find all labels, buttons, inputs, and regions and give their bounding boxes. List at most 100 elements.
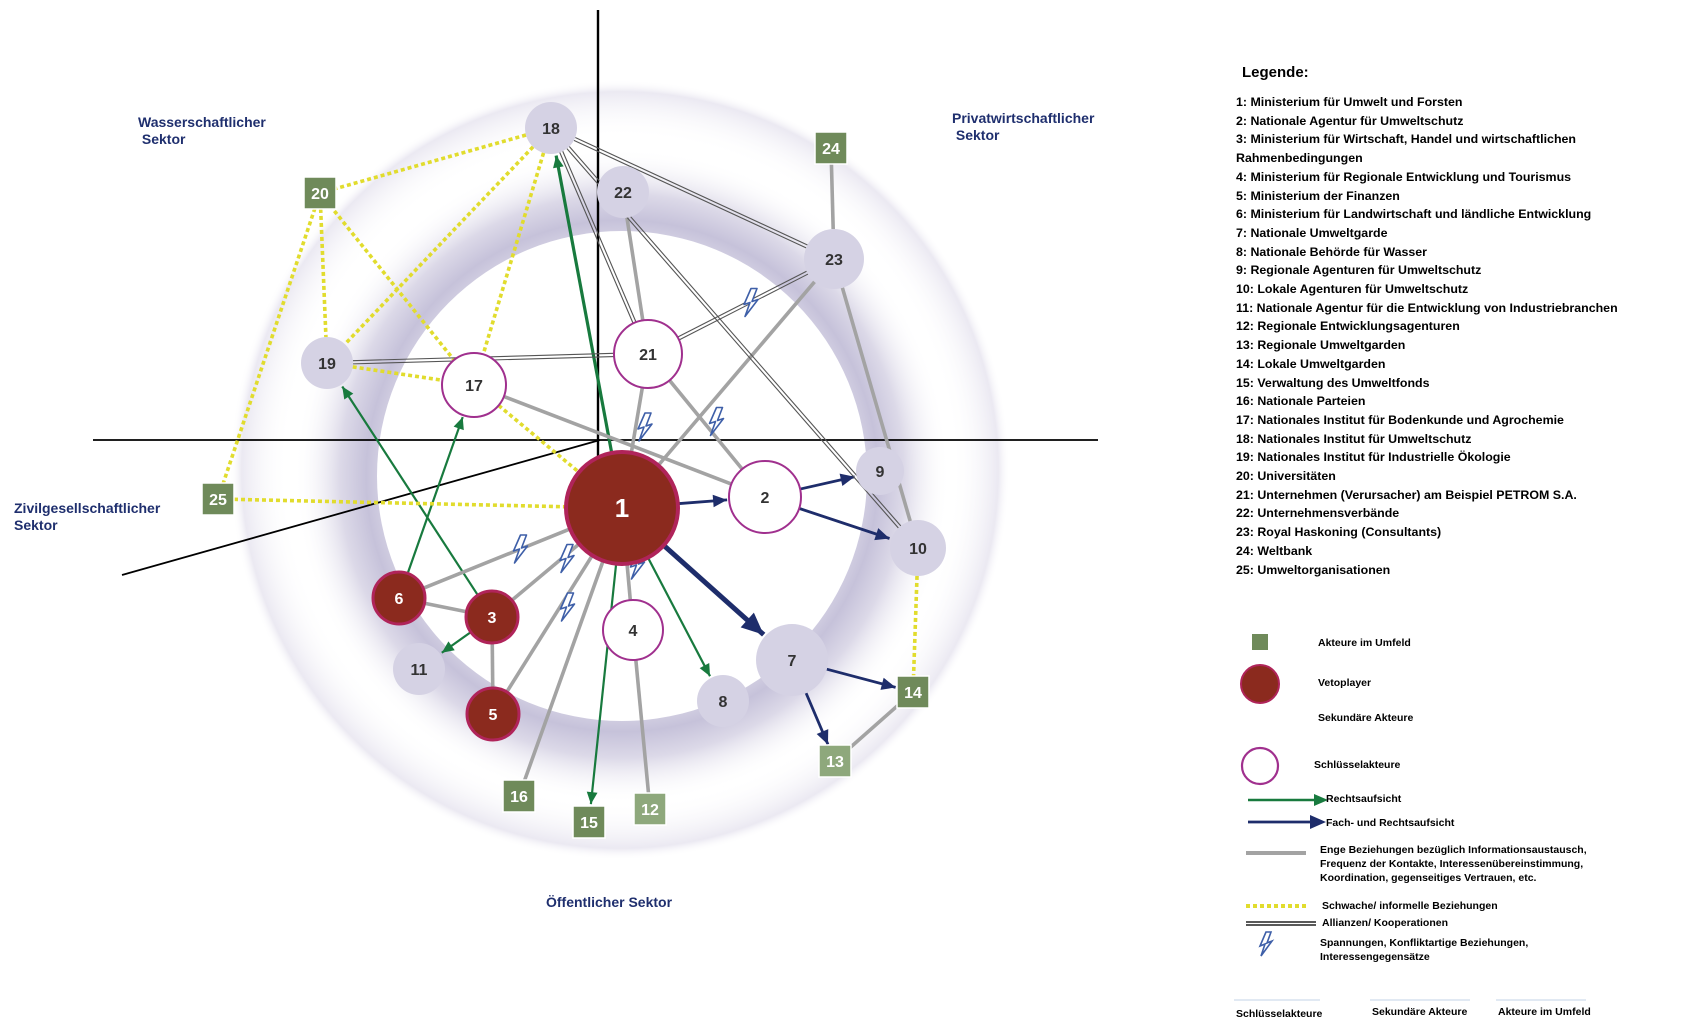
node-15: 15 [572, 805, 606, 839]
edge-weak-18-20 [334, 133, 527, 191]
node-label-5: 5 [489, 707, 498, 724]
node-5: 5 [465, 686, 521, 742]
edge-weak-17-1 [497, 404, 581, 474]
legend-item: 16: Nationale Parteien [1236, 394, 1366, 409]
legend-item: 21: Unternehmen (Verursacher) am Beispie… [1236, 487, 1577, 502]
legend-conflict-label: Spannungen, Konfliktartige Beziehungen, … [1320, 936, 1528, 964]
edge-close-13-14 [845, 701, 903, 752]
legend-close-line-3: Koordination, gegenseitiges Vertrauen, e… [1320, 872, 1537, 884]
edge-technical-2-10-arrow [874, 528, 890, 541]
edge-technical-2-10 [798, 507, 890, 540]
legend-item: 17: Nationales Institut für Bodenkunde u… [1236, 412, 1564, 427]
edge-supervision-6-17-arrow [453, 417, 464, 431]
legend-item: 14: Lokale Umweltgarden [1236, 356, 1386, 371]
legend-title: Legende: [1242, 64, 1309, 81]
edge-alliance-21-23-b [677, 270, 807, 338]
legend-item: 9: Regionale Agenturen für Umweltschutz [1236, 263, 1482, 278]
edge-weak-20-17 [328, 204, 456, 362]
legend-item: 1: Ministerium für Umwelt und Forsten [1236, 95, 1463, 109]
conflict-icon-1-6 [512, 534, 529, 564]
legend-item: 5: Ministerium der Finanzen [1236, 188, 1400, 203]
legend-item: 11: Nationale Agentur für die Entwicklun… [1236, 300, 1618, 315]
node-25: 25 [201, 482, 235, 516]
edge-supervision-3-19-arrow [342, 386, 354, 400]
edge-supervision-1-15-arrow [586, 791, 598, 805]
edge-close-21-2 [668, 379, 744, 471]
node-22: 22 [597, 166, 649, 218]
node-label-13: 13 [826, 754, 844, 771]
edge-close-1-23 [656, 280, 816, 467]
conflict-icon-1-3 [559, 543, 575, 574]
legend-close-line-1: Enge Beziehungen bezüglich Informationsa… [1320, 844, 1587, 856]
legend-weak-label: Schwache/ informelle Beziehungen [1322, 900, 1498, 912]
edge-supervision-1-8 [646, 557, 711, 677]
legend-list: 1: Ministerium für Umwelt und Forsten 2: … [1236, 93, 1676, 579]
node-18: 18 [525, 102, 577, 154]
node-label-7: 7 [788, 653, 797, 670]
node-label-21: 21 [639, 347, 657, 364]
legend-supervision-arrow [1314, 794, 1328, 806]
legend-close-label: Enge Beziehungen bezüglich Informationsa… [1320, 843, 1587, 885]
edge-technical-1-7 [662, 543, 766, 637]
node-12: 12 [633, 792, 667, 826]
edge-close-1-4 [625, 563, 633, 601]
legend-item: 3: Ministerium für Wirtschaft, Handel un… [1236, 132, 1576, 147]
legend-item: 6: Ministerium für Landwirtschaft und lä… [1236, 207, 1592, 222]
sector-label-civil: Zivilgesellschaftlicher Sektor [14, 500, 161, 533]
sector-label-private: Privatwirtschaftlicher Sektor [952, 110, 1095, 143]
node-7: 7 [756, 624, 828, 696]
legend-item: 2: Nationale Agentur für Umweltschutz [1236, 113, 1464, 128]
legend-item: 25: Umweltorganisationen [1236, 562, 1391, 577]
legend-item: 19: Nationales Institut für Industrielle… [1236, 450, 1511, 465]
legend-item: Rahmenbedingungen [1236, 151, 1363, 166]
node-label-25: 25 [209, 492, 227, 509]
legend-vetoplayer-label: Vetoplayer [1318, 677, 1372, 689]
legend-item: 20: Universitäten [1236, 469, 1336, 484]
edge-close-1-6 [422, 527, 571, 590]
node-1: 1 [564, 450, 680, 566]
edge-supervision-3-19 [341, 385, 479, 596]
edge-supervision-6-17 [406, 416, 464, 574]
sector-label-water: Wasserschaftlicher Sektor [138, 114, 266, 147]
edge-technical-1-2-arrow [712, 494, 728, 508]
edge-alliance-18-23-b [575, 136, 808, 246]
legend-secondary-label: Sekundäre Akteure [1318, 712, 1414, 724]
edge-weak-25-1 [233, 497, 567, 509]
node-label-10: 10 [909, 541, 927, 558]
edge-close-4-12 [634, 659, 651, 794]
node-11: 11 [393, 643, 445, 695]
edge-alliance-18-21-b [562, 151, 637, 323]
legend-item: 24: Weltbank [1236, 543, 1313, 558]
edge-supervision-1-18-arrow [553, 155, 564, 169]
node-label-9: 9 [876, 464, 885, 481]
edge-close-6-3 [424, 601, 467, 614]
legend-item: 7: Nationale Umweltgarde [1236, 225, 1388, 240]
node-2: 2 [728, 460, 802, 534]
node-19: 19 [301, 337, 353, 389]
node-label-2: 2 [761, 490, 770, 507]
node-label-18: 18 [542, 121, 560, 138]
edge-alliance-18-23 [573, 139, 807, 249]
edge-close-1-5 [505, 554, 594, 693]
node-20: 20 [303, 176, 337, 210]
node-9: 9 [856, 447, 904, 495]
node-label-23: 23 [825, 252, 843, 269]
legend-environment-swatch [1252, 634, 1268, 650]
legend-conflict-icon [1258, 931, 1275, 957]
conflict-icon-1-5 [559, 592, 576, 622]
node-label-11: 11 [411, 662, 428, 679]
node-label-3: 3 [488, 610, 497, 627]
node-label-16: 16 [510, 789, 528, 806]
legend: Legende: 1: Ministerium für Umwelt und F… [1236, 64, 1676, 579]
edge-technical-7-13-arrow [816, 729, 829, 745]
axis-diagonal [121, 439, 601, 576]
node-21: 21 [613, 319, 683, 389]
edge-weak-18-19 [343, 145, 535, 346]
node-label-4: 4 [629, 623, 638, 640]
legend-bottom-environment: Akteure im Umfeld [1498, 1006, 1591, 1018]
conflict-icon-21-23 [743, 287, 759, 318]
legend-conflict-line-2: Interessengegensätze [1320, 951, 1430, 963]
node-label-12: 12 [641, 802, 659, 819]
edge-supervision-3-11-arrow [441, 641, 455, 653]
